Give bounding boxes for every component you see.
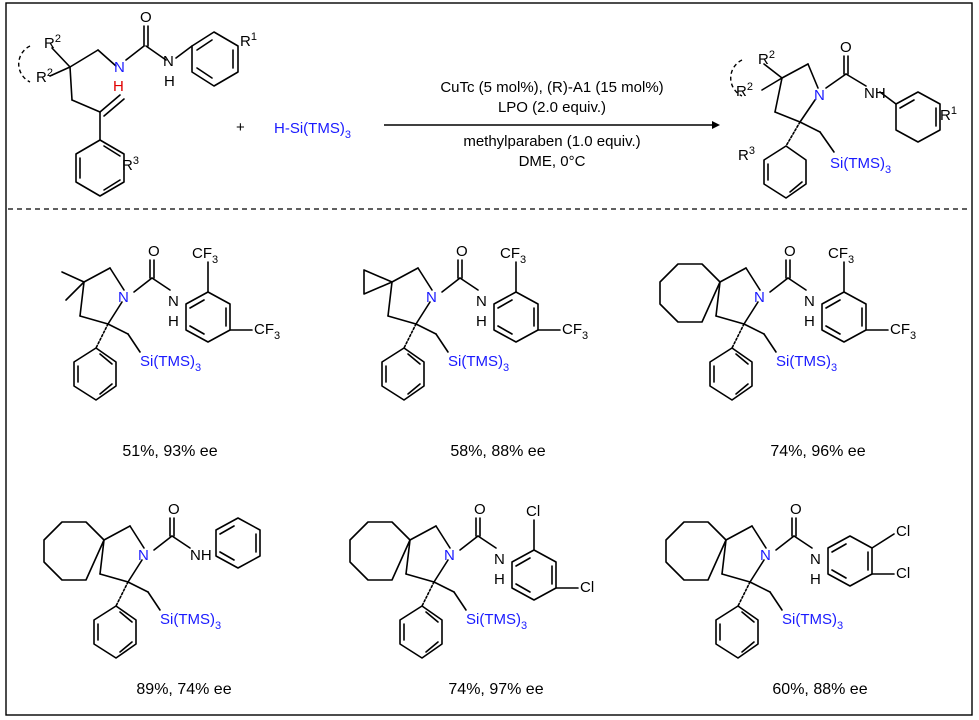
svg-text:Cl: Cl xyxy=(896,565,910,582)
svg-text:H: H xyxy=(476,313,487,330)
product-silyl: Si(TMS)3 xyxy=(830,155,891,176)
svg-text:Si(TMS)3: Si(TMS)3 xyxy=(448,353,509,374)
svg-text:Si(TMS)3: Si(TMS)3 xyxy=(782,611,843,632)
svg-text:Si(TMS)3: Si(TMS)3 xyxy=(466,611,527,632)
svg-text:O: O xyxy=(456,243,468,260)
outer-frame xyxy=(5,2,973,716)
label-r2-a: R2 xyxy=(44,33,61,52)
product-atom-nh: NH xyxy=(864,85,886,102)
svg-text:Cl: Cl xyxy=(526,503,540,520)
product-r2-a: R2 xyxy=(758,49,775,68)
product-3-structure: N O N H CF3 CF3 Si(TMS)3 xyxy=(659,243,916,401)
product-2-yield: 58%, 88% ee xyxy=(450,443,545,460)
ring-dashed-arc xyxy=(18,45,31,83)
product-6-yield: 60%, 88% ee xyxy=(772,681,867,698)
svg-text:N: N xyxy=(444,547,455,564)
atom-n2-h: H xyxy=(164,73,175,90)
product-general: R2 R2 N O NH R1 R3 Si(TMS)3 xyxy=(730,39,957,199)
svg-text:O: O xyxy=(474,501,486,518)
label-r2-b: R2 xyxy=(36,67,53,86)
product-3-yield: 74%, 96% ee xyxy=(770,443,865,460)
svg-text:N: N xyxy=(494,551,505,568)
atom-n2: N xyxy=(163,53,174,70)
svg-text:N: N xyxy=(760,547,771,564)
svg-text:N: N xyxy=(810,551,821,568)
svg-text:CF3: CF3 xyxy=(500,245,526,266)
svg-text:N: N xyxy=(804,293,815,310)
atom-nh-h-red: H xyxy=(113,78,124,95)
label-r3: R3 xyxy=(122,155,139,174)
product-5-yield: 74%, 97% ee xyxy=(448,681,543,698)
svg-text:Cl: Cl xyxy=(896,523,910,540)
product-2-structure: N O N H CF3 CF3 Si(TMS)3 xyxy=(363,243,588,401)
svg-text:CF3: CF3 xyxy=(192,245,218,266)
svg-text:Si(TMS)3: Si(TMS)3 xyxy=(140,353,201,374)
product-1-yield: 51%, 93% ee xyxy=(122,443,217,460)
condition-catalyst: CuTc (5 mol%), (R)-A1 (15 mol%) xyxy=(440,79,663,96)
svg-text:N: N xyxy=(168,293,179,310)
label-r1: R1 xyxy=(240,31,257,50)
svg-text:N: N xyxy=(138,547,149,564)
svg-text:H: H xyxy=(168,313,179,330)
product-r1: R1 xyxy=(940,105,957,124)
product-5-structure: N O N H Cl Cl Si(TMS)3 xyxy=(349,501,594,659)
starting-material: R2 R2 N H O N H R1 R3 xyxy=(18,9,257,197)
arrow-head xyxy=(712,121,720,129)
svg-text:NH: NH xyxy=(190,547,212,564)
product-4-yield: 89%, 74% ee xyxy=(136,681,231,698)
svg-text:O: O xyxy=(168,501,180,518)
svg-text:N: N xyxy=(118,289,129,306)
svg-text:N: N xyxy=(754,289,765,306)
reagent-silane: H-Si(TMS)3 xyxy=(274,120,351,141)
product-atom-n: N xyxy=(814,87,825,104)
svg-text:H: H xyxy=(810,571,821,588)
plus-sign: + xyxy=(236,119,245,136)
svg-text:O: O xyxy=(790,501,802,518)
atom-nh-n: N xyxy=(114,59,125,76)
product-atom-o: O xyxy=(840,39,852,56)
condition-oxidant: LPO (2.0 equiv.) xyxy=(498,99,606,116)
svg-text:CF3: CF3 xyxy=(254,321,280,342)
condition-additive: methylparaben (1.0 equiv.) xyxy=(463,133,640,150)
product-1-structure: N O N H CF3 CF3 Si(TMS)3 xyxy=(61,243,280,401)
svg-text:O: O xyxy=(784,243,796,260)
product-4-structure: N O NH Si(TMS)3 xyxy=(43,501,261,659)
svg-text:O: O xyxy=(148,243,160,260)
svg-text:Si(TMS)3: Si(TMS)3 xyxy=(776,353,837,374)
svg-text:H: H xyxy=(804,313,815,330)
svg-text:Cl: Cl xyxy=(580,579,594,596)
svg-text:CF3: CF3 xyxy=(562,321,588,342)
product-6-structure: N O N H Cl Cl Si(TMS)3 xyxy=(665,501,910,659)
svg-text:CF3: CF3 xyxy=(828,245,854,266)
svg-text:Si(TMS)3: Si(TMS)3 xyxy=(160,611,221,632)
svg-text:N: N xyxy=(426,289,437,306)
product-r3: R3 xyxy=(738,145,755,164)
svg-text:CF3: CF3 xyxy=(890,321,916,342)
svg-text:N: N xyxy=(476,293,487,310)
atom-o: O xyxy=(140,9,152,26)
product-r2-b: R2 xyxy=(736,81,753,100)
condition-solvent-temp: DME, 0°C xyxy=(519,153,586,170)
svg-text:H: H xyxy=(494,571,505,588)
